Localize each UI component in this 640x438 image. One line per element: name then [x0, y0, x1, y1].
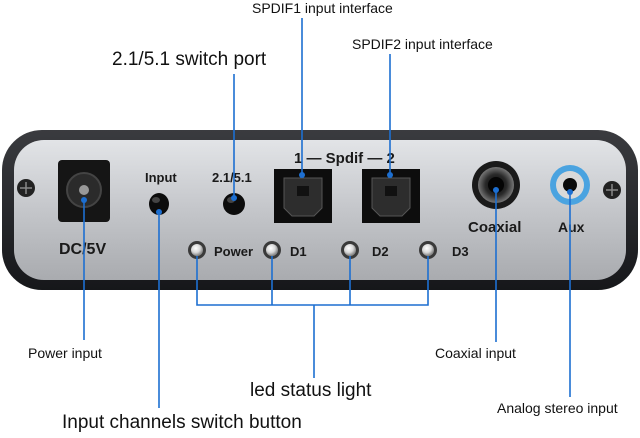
spdif1-optical-port: [274, 169, 332, 223]
screw-right: [603, 181, 621, 199]
d3-led-label: D3: [452, 244, 469, 259]
spdif-header-label: 1 — Spdif — 2: [294, 150, 395, 167]
d2-led-label: D2: [372, 244, 389, 259]
input-switch-button: [149, 193, 169, 215]
led-status-callout: led status light: [250, 380, 372, 401]
switch-port-callout: 2.1/5.1 switch port: [112, 49, 267, 70]
led-bracket-line: [196, 256, 429, 306]
spdif2-optical-port: [362, 169, 420, 223]
input-switch-button-callout: Input channels switch button: [62, 412, 302, 433]
coaxial-label: Coaxial: [468, 219, 521, 236]
screw-left: [17, 179, 35, 197]
d2-led: [341, 241, 359, 259]
aux-label: Aux: [558, 219, 585, 235]
power-led-label: Power: [214, 244, 253, 259]
aux-jack: [550, 165, 590, 205]
d3-led: [419, 241, 437, 259]
leader-lines: [83, 18, 571, 408]
spdif1-callout: SPDIF1 input interface: [252, 0, 393, 16]
input-label: Input: [145, 170, 177, 185]
leader-dots: [81, 172, 573, 215]
analog-input-callout: Analog stereo input: [497, 400, 618, 416]
coaxial-jack: [472, 161, 520, 209]
dc-label: DC/5V: [59, 241, 106, 258]
d1-led: [263, 241, 281, 259]
spdif2-callout: SPDIF2 input interface: [352, 36, 493, 52]
coaxial-input-callout: Coaxial input: [435, 345, 516, 361]
power-input-callout: Power input: [28, 345, 102, 361]
d1-led-label: D1: [290, 244, 307, 259]
power-led: [188, 241, 206, 259]
switch-label: 2.1/5.1: [212, 170, 252, 185]
